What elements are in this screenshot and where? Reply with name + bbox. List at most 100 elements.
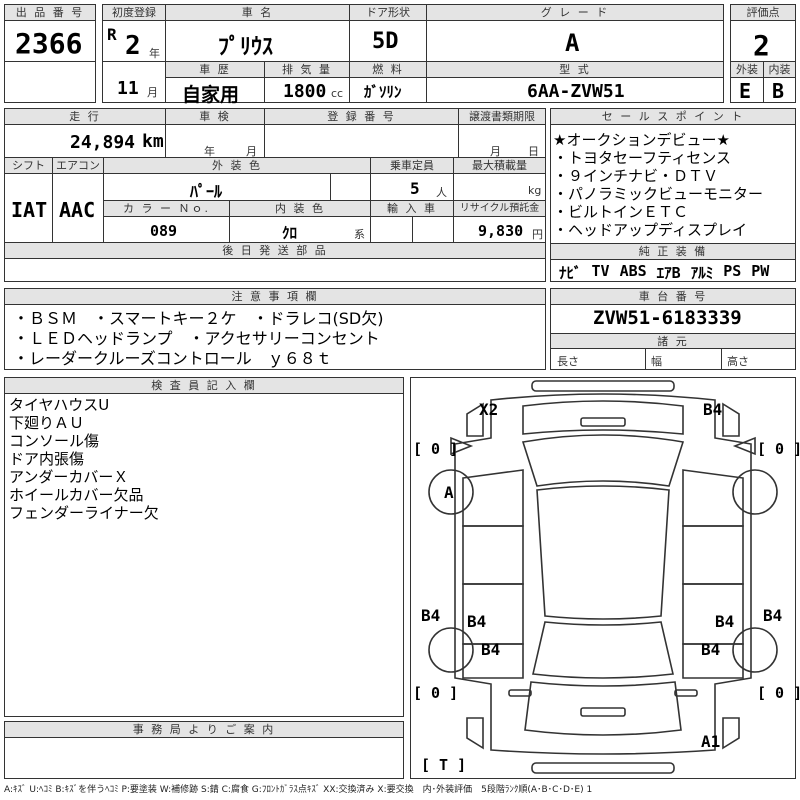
shift: IAT (11, 198, 48, 222)
equipment-item: PW (751, 262, 770, 280)
lot-number-cell: 出 品 番 号 2366 (4, 4, 96, 62)
damage-mark-b4-lower-right: B4 (701, 640, 721, 659)
fuel-label: 燃 料 (350, 62, 426, 78)
rear-right-wheel (732, 627, 778, 673)
front-right-wheel (732, 469, 778, 515)
first-registration-cell: 初度登録 R 2 年 (102, 4, 166, 62)
recycle-label: リサイクル預託金 (454, 201, 545, 217)
capacity-label: 乗車定員 (371, 158, 453, 174)
fuel-cell: 燃 料 ｶﾞｿﾘﾝ (349, 61, 427, 103)
int-color-unit: 系 (354, 228, 365, 241)
registration-month: 11 (117, 78, 139, 99)
lot-number: 2366 (15, 27, 83, 60)
damage-mark-a1: A1 (701, 732, 721, 751)
reg-no-label: 登 録 番 号 (265, 109, 458, 125)
tire-mark-front-right: [ 0 ] (757, 440, 800, 458)
load-unit: kg (528, 184, 542, 197)
damage-mark-x2: X2 (479, 400, 499, 419)
fuel: ｶﾞｿﾘﾝ (364, 83, 402, 101)
middle-left-section (4, 108, 546, 282)
inspection-year-unit: 年 (204, 145, 215, 158)
capacity-unit: 人 (436, 186, 447, 199)
hood (522, 400, 684, 435)
exterior-rank: E (739, 79, 752, 103)
interior-label: 内装 (764, 62, 795, 78)
rear-bumper (531, 762, 675, 774)
body-outline (454, 393, 752, 755)
sales-point: ・ヘッドアップディスプレイ (553, 221, 747, 239)
trunk (524, 681, 682, 736)
displacement-cell: 排 気 量 1800 cc (264, 61, 350, 103)
car-diagram (428, 380, 778, 774)
door-cell: ドア形状 5D (349, 4, 427, 62)
ext-color-label: 外 装 色 (104, 158, 370, 174)
interior-rank: B (772, 79, 785, 103)
displacement-label: 排 気 量 (265, 62, 349, 78)
exterior-label: 外装 (731, 62, 763, 78)
chassis-title: 車 台 番 号 (551, 289, 795, 305)
inspector-line: ドア内張傷 (9, 450, 85, 468)
sales-point: ・ビルトインＥＴＣ (553, 203, 689, 221)
int-color: ｸﾛ (282, 224, 298, 242)
grade-cell: グ レ ー ド A (426, 4, 724, 62)
transfer-month-unit: 月 (490, 145, 501, 158)
inspector-line: タイヤハウスU (9, 396, 110, 414)
mileage-label: 走 行 (5, 109, 165, 125)
car-name-label: 車 名 (166, 5, 349, 21)
inspector-line: ホイールカバー欠品 (9, 486, 144, 504)
era: R (107, 25, 117, 44)
tire-mark-front-left: [ 0 ] (413, 440, 459, 458)
sales-points-list: ★オークションデビュー★ ・トヨタセーフティセンス ・９インチナビ・ＤＴＶ ・パ… (553, 131, 763, 239)
note-line: ・ＢＳＭ ・スマートキー２ケ ・ドラレコ(SD欠) (13, 309, 384, 328)
notes-list: ・ＢＳＭ ・スマートキー２ケ ・ドラレコ(SD欠) ・ＬＥＤヘッドランプ ・アク… (13, 309, 383, 369)
transfer-day-unit: 日 (528, 145, 539, 158)
chassis-section: 車 台 番 号 ZVW51-6183339 諸 元 長さ 幅 高さ (550, 288, 796, 370)
later-parts-label: 後 日 発 送 部 品 (5, 243, 545, 259)
model-label: 型 式 (427, 62, 723, 78)
tire-mark-rear-left: [ 0 ] (413, 684, 459, 702)
legend: A:ｷｽﾞ U:ﾍｺﾐ B:ｷｽﾞを伴うﾍｺﾐ P:要塗装 W:補修跡 S:錆 … (4, 785, 593, 795)
damage-mark-b4-right: B4 (763, 606, 783, 625)
exterior-cell: 外装 E (730, 61, 764, 103)
grade-label: グ レ ー ド (427, 5, 723, 21)
office-section: 事 務 局 よ り ご 案 内 (4, 721, 404, 779)
model-cell: 型 式 6AA-ZVW51 (426, 61, 724, 103)
ac-label: エアコン (53, 158, 103, 174)
inspector-line: アンダーカバーＸ (9, 468, 129, 486)
equipment-label: 純 正 装 備 (551, 244, 795, 260)
inspection-label: 車 検 (166, 109, 264, 125)
equipment-item: PS (723, 262, 742, 280)
transfer-label: 譲渡書類期限 (459, 109, 545, 125)
damage-mark-a: A (444, 483, 454, 502)
month-cell: 11 月 (102, 61, 166, 103)
max-load-label: 最大積載量 (454, 158, 545, 174)
interior-cell: 内装 B (763, 61, 796, 103)
registration-year: 2 (125, 31, 141, 61)
damage-mark-b4-front-right: B4 (703, 400, 723, 419)
score-label: 評価点 (731, 5, 795, 21)
sales-point: ・９インチナビ・ＤＴＶ (553, 167, 719, 185)
ac: AAC (59, 198, 96, 222)
history: 自家用 (182, 84, 240, 106)
inspector-section: 検 査 員 記 入 欄 タイヤハウスU 下廻りＡＵ コンソール傷 ドア内張傷 ア… (4, 377, 404, 717)
tire-mark-rear-right: [ 0 ] (757, 684, 800, 702)
inspection-month-unit: 月 (246, 145, 257, 158)
windshield (521, 434, 685, 487)
inspector-line: コンソール傷 (9, 432, 100, 450)
car-diagram-section: X2 B4 [ 0 ] [ 0 ] A B4 B4 B4 B4 B4 B4 [ … (410, 377, 800, 779)
sales-point: ・トヨタセーフティセンス (553, 149, 731, 167)
damage-mark-b4-lower-left: B4 (481, 640, 501, 659)
score: 2 (753, 29, 770, 62)
import-label: 輸 入 車 (371, 201, 453, 217)
spare-tire-mark: [ T ] (421, 756, 467, 774)
rear-window (532, 621, 674, 679)
color-no-label: カ ラ ー Ｎｏ. (104, 201, 229, 217)
equipment-list: ﾅﾋﾞ TV ABS ｴｱB ｱﾙﾐ PS PW (559, 262, 769, 283)
model-code: 6AA-ZVW51 (527, 81, 625, 102)
note-line: ・レーダークルーズコントロール ｙ６８ｔ (13, 349, 332, 368)
shift-label: シフト (5, 158, 52, 174)
damage-mark-b4-mid-left: B4 (467, 612, 487, 631)
sales-point: ・パノラミックビューモニター (553, 185, 764, 203)
equipment-item: ﾅﾋﾞ (559, 264, 582, 282)
int-color-label: 内 装 色 (230, 201, 370, 217)
